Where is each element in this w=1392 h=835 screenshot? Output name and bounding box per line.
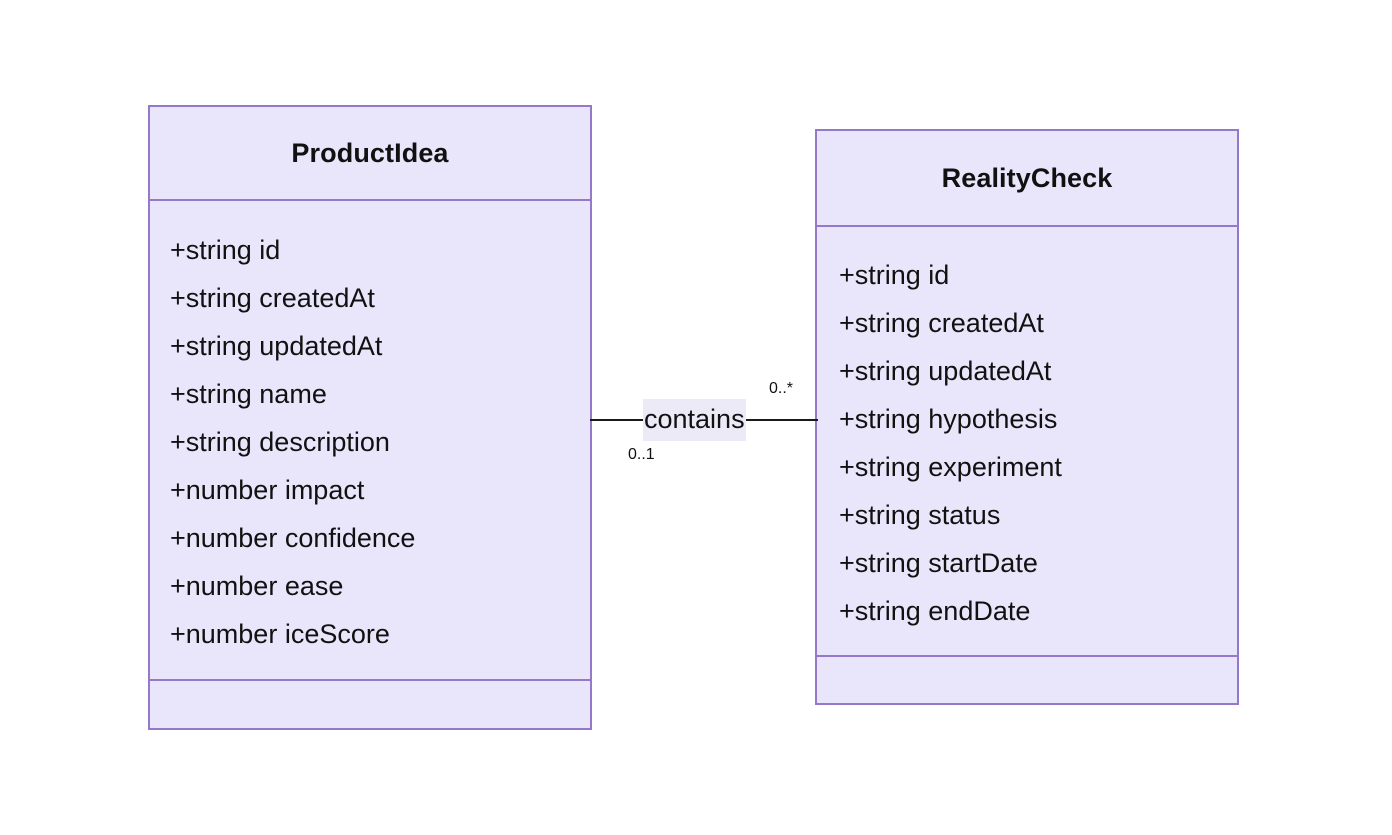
class-header-productidea: ProductIdea bbox=[150, 107, 590, 201]
attribute-row: +string updatedAt bbox=[170, 331, 383, 361]
class-methods-realitycheck bbox=[817, 657, 1237, 703]
attribute-row: +string hypothesis bbox=[839, 404, 1058, 434]
uml-class-productidea[interactable]: ProductIdea +string id +string createdAt… bbox=[148, 105, 592, 730]
attribute-row: +number confidence bbox=[170, 523, 416, 553]
attribute-row: +string id bbox=[839, 260, 950, 290]
attribute-row: +string startDate bbox=[839, 548, 1038, 578]
relationship-label: contains bbox=[643, 399, 746, 441]
attribute-row: +string createdAt bbox=[839, 308, 1044, 338]
attribute-row: +number impact bbox=[170, 475, 365, 505]
attribute-row: +number ease bbox=[170, 571, 344, 601]
attribute-row: +string createdAt bbox=[170, 283, 375, 313]
relationship-contains[interactable]: contains 0..* 0..1 bbox=[590, 380, 818, 480]
attribute-row: +string id bbox=[170, 235, 281, 265]
class-attributes-realitycheck: +string id +string createdAt +string upd… bbox=[817, 227, 1237, 657]
attribute-row: +string experiment bbox=[839, 452, 1062, 482]
attribute-row: +string updatedAt bbox=[839, 356, 1052, 386]
attribute-row: +string status bbox=[839, 500, 1001, 530]
attribute-row: +string name bbox=[170, 379, 327, 409]
class-header-realitycheck: RealityCheck bbox=[817, 131, 1237, 227]
class-name-productidea: ProductIdea bbox=[291, 137, 449, 168]
class-name-realitycheck: RealityCheck bbox=[941, 162, 1113, 193]
relationship-multiplicity-target: 0..* bbox=[769, 380, 794, 397]
relationship-multiplicity-source: 0..1 bbox=[628, 446, 655, 463]
class-methods-productidea bbox=[150, 681, 590, 728]
attribute-row: +number iceScore bbox=[170, 619, 390, 649]
attribute-row: +string description bbox=[170, 427, 390, 457]
attribute-row: +string endDate bbox=[839, 596, 1031, 626]
uml-class-realitycheck[interactable]: RealityCheck +string id +string createdA… bbox=[815, 129, 1239, 705]
class-attributes-productidea: +string id +string createdAt +string upd… bbox=[150, 201, 590, 681]
